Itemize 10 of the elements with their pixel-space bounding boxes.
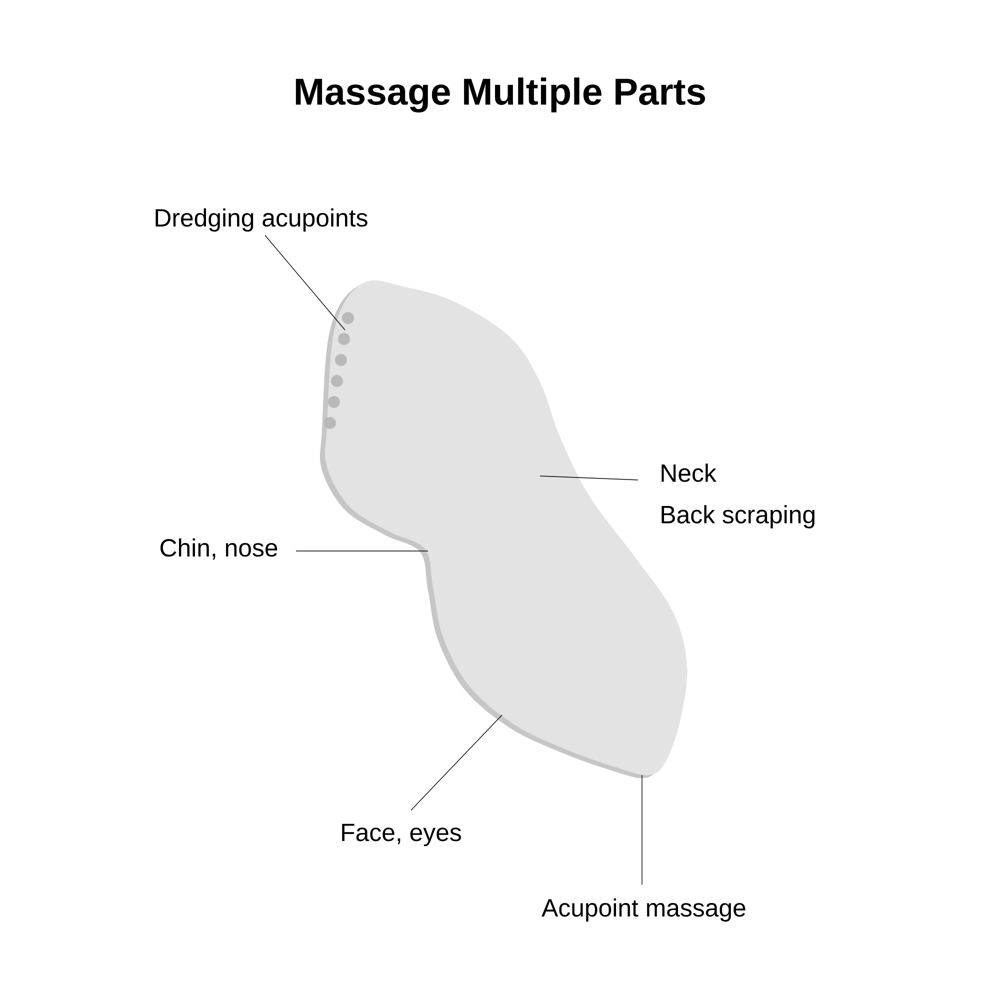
title: Massage Multiple Parts <box>296 78 706 112</box>
callout-label: Chin, nose <box>160 538 278 560</box>
callout-label: Acupoint massage <box>542 898 746 922</box>
leader-line <box>296 550 428 552</box>
leader-line <box>540 476 638 480</box>
callout-label: Face, eyes <box>342 824 461 846</box>
leader-line <box>410 714 502 811</box>
leader-line <box>264 234 346 330</box>
callout-label: Neck Back scraping <box>662 464 814 528</box>
callout-label: Dredging acupoints <box>156 208 368 232</box>
